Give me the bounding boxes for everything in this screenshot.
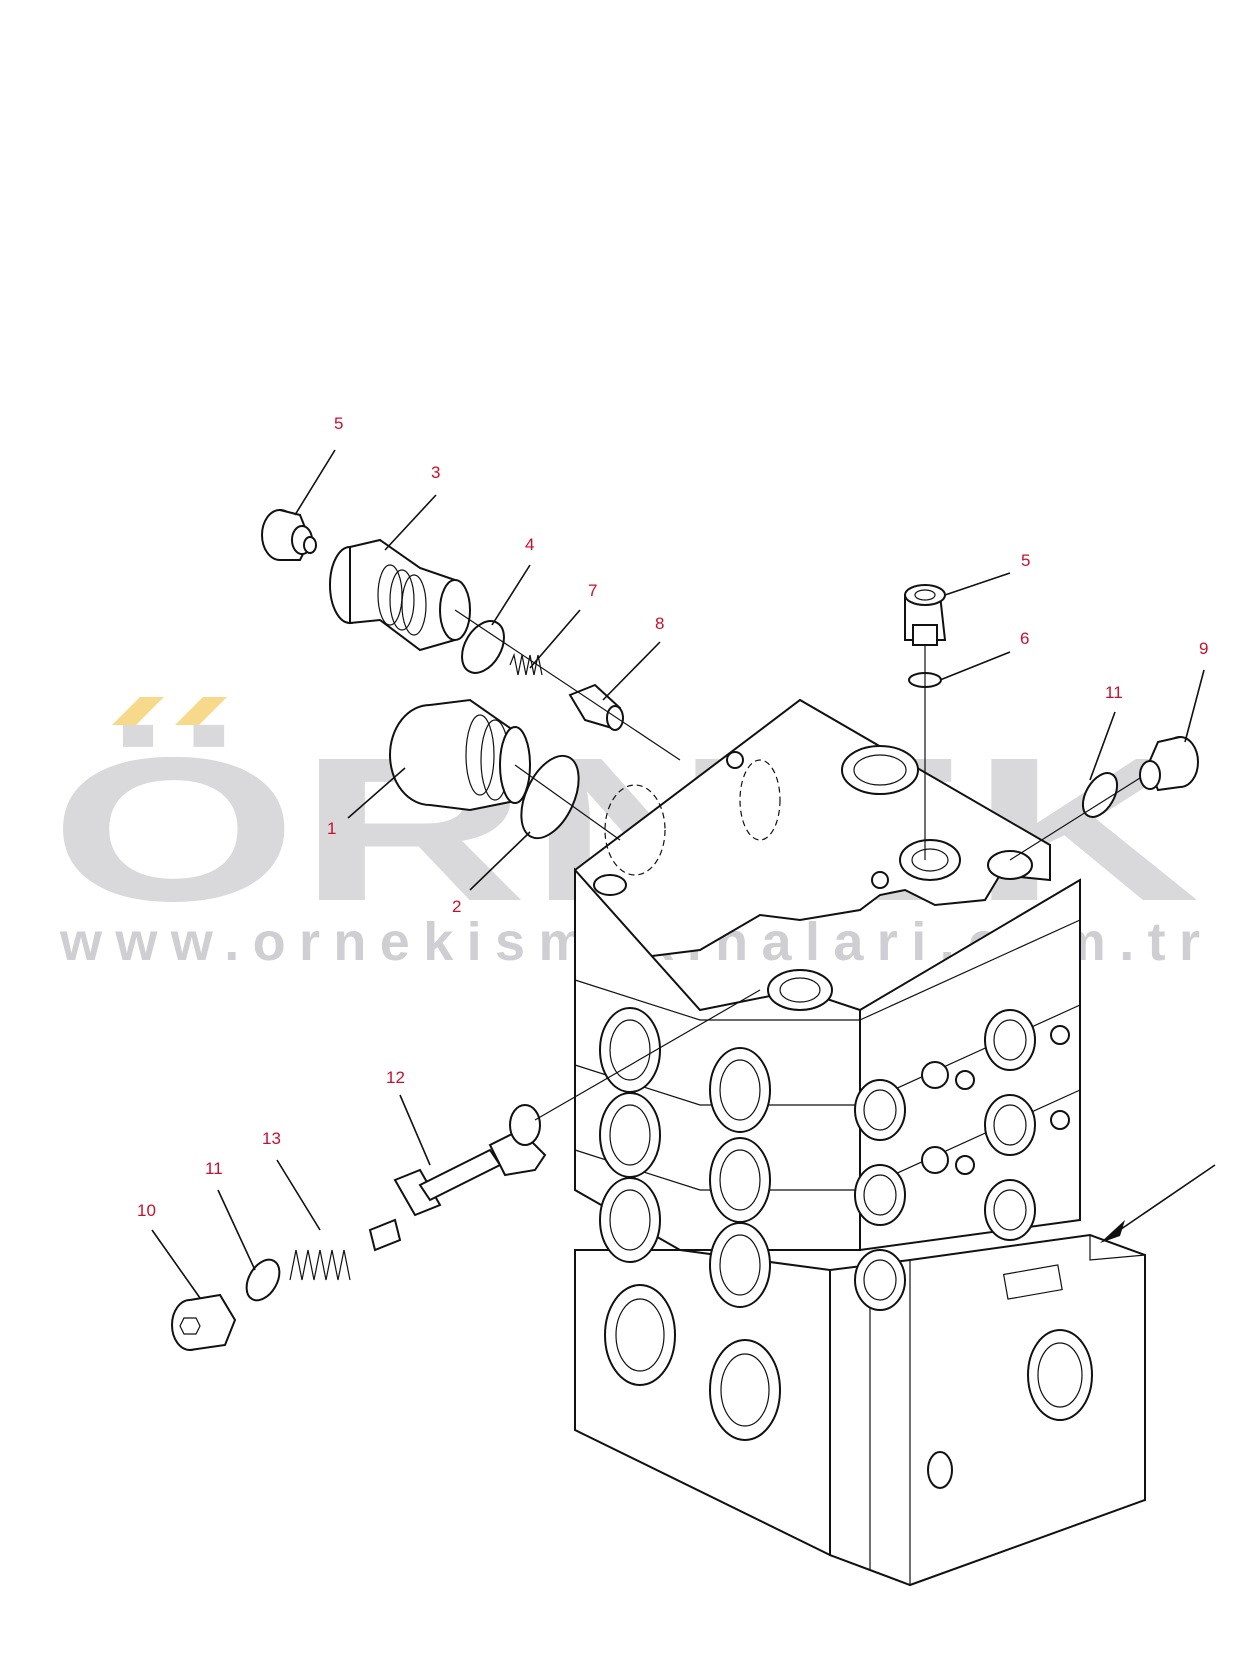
callout-1: 1 bbox=[327, 819, 336, 838]
callout-7: 7 bbox=[588, 581, 597, 600]
spool-assembly bbox=[171, 989, 761, 1351]
plug-assembly-1 bbox=[389, 698, 621, 841]
callout-11-right: 11 bbox=[1105, 683, 1123, 702]
callout-4: 4 bbox=[525, 535, 534, 554]
callout-5-top-right: 5 bbox=[1021, 551, 1030, 570]
relief-valve-assembly bbox=[261, 509, 681, 761]
watermark-accent-left bbox=[112, 697, 164, 725]
callout-6: 6 bbox=[1020, 629, 1029, 648]
callout-5-upper-left: 5 bbox=[334, 414, 343, 433]
callout-10: 10 bbox=[137, 1201, 156, 1220]
valve-body bbox=[574, 698, 1146, 1587]
callout-2: 2 bbox=[452, 897, 461, 916]
direction-arrow bbox=[1100, 1164, 1216, 1243]
leader-lines bbox=[151, 449, 1205, 1299]
callout-12: 12 bbox=[386, 1068, 405, 1087]
callouts: 5 3 4 7 8 1 2 5 6 9 11 12 13 11 10 bbox=[137, 414, 1208, 1220]
callout-13: 13 bbox=[262, 1129, 281, 1148]
callout-11-left: 11 bbox=[205, 1159, 223, 1178]
callout-9: 9 bbox=[1199, 639, 1208, 658]
watermark-accent-right bbox=[175, 697, 227, 725]
callout-8: 8 bbox=[655, 614, 664, 633]
side-plug-assembly bbox=[1009, 736, 1199, 861]
callout-3: 3 bbox=[431, 463, 440, 482]
